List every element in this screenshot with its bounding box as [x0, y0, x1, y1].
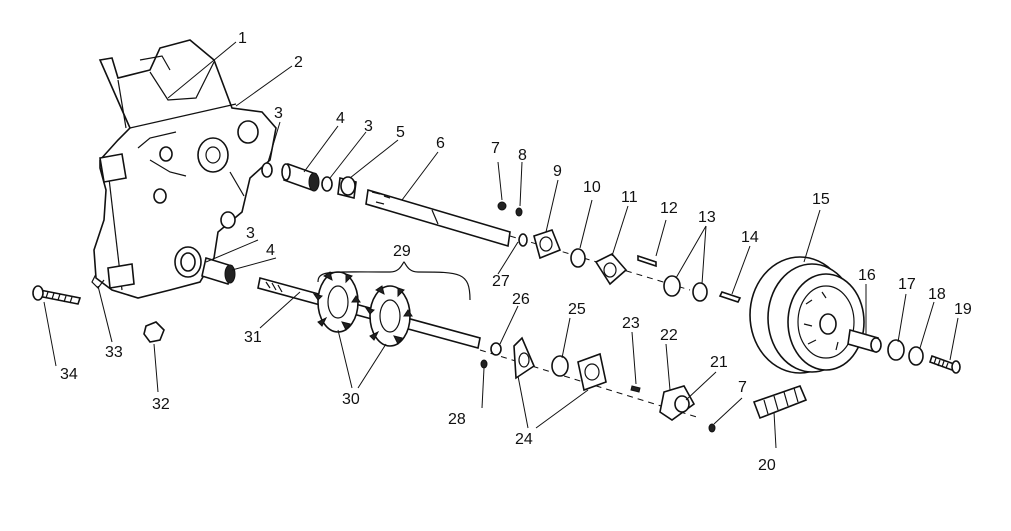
- washer-13b: [692, 282, 708, 302]
- brace-29: [317, 261, 471, 301]
- callout-22: 22: [660, 327, 678, 344]
- oring-27: [518, 233, 528, 247]
- callout-17: 17: [898, 276, 916, 293]
- key-14: [718, 291, 742, 303]
- callout-23: 23: [622, 315, 640, 332]
- callout-14: 14: [741, 229, 759, 246]
- callout-4b: 4: [266, 242, 275, 259]
- hub-16: [847, 328, 882, 354]
- washer-17: [887, 339, 905, 361]
- ball-7-lower: [708, 423, 716, 433]
- callout-26: 26: [512, 291, 530, 308]
- bolt-19: [928, 354, 961, 374]
- callout-34: 34: [60, 366, 78, 383]
- bearing-flange-24a: [513, 336, 535, 380]
- leader-lines: [43, 41, 959, 449]
- callout-7a: 7: [491, 140, 500, 157]
- cover-11: [594, 253, 628, 286]
- callout-2: 2: [294, 54, 303, 71]
- callout-25: 25: [568, 301, 586, 318]
- callout-12: 12: [660, 200, 678, 217]
- callout-18: 18: [928, 286, 946, 303]
- seal-ring-3b: [321, 176, 333, 192]
- callout-3a: 3: [274, 105, 283, 122]
- callout-10: 10: [583, 179, 601, 196]
- seal-ring-26: [490, 342, 502, 356]
- callout-3b: 3: [364, 118, 373, 135]
- callout-31: 31: [244, 329, 262, 346]
- drive-shaft-6: [365, 188, 511, 248]
- callout-8: 8: [518, 147, 527, 164]
- bolt-12: [637, 254, 657, 268]
- callout-11: 11: [621, 189, 638, 206]
- callout-33: 33: [105, 344, 123, 361]
- ball-7-upper: [497, 201, 507, 211]
- callout-6: 6: [436, 135, 445, 152]
- pin-8: [515, 207, 523, 217]
- gasket-9: [533, 229, 562, 260]
- drive-sprocket-30a: [312, 271, 361, 333]
- callout-28: 28: [448, 411, 466, 428]
- gearcase-housing: [93, 39, 277, 299]
- callout-16: 16: [858, 267, 876, 284]
- callout-15: 15: [812, 191, 830, 208]
- nut-32: [143, 321, 165, 343]
- callout-7b: 7: [738, 379, 747, 396]
- callout-5: 5: [396, 124, 405, 141]
- bearing-4-upper: [281, 162, 320, 192]
- callout-4a: 4: [336, 110, 345, 127]
- bearing-flange-24b: [577, 352, 607, 392]
- pin-28: [480, 359, 488, 369]
- washer-13a: [663, 275, 681, 297]
- callout-3c: 3: [246, 225, 255, 242]
- callout-21: 21: [710, 354, 728, 371]
- callout-1: 1: [238, 30, 247, 47]
- drive-belt-20: [752, 384, 808, 420]
- bolt-34: [32, 285, 82, 305]
- callout-27: 27: [492, 273, 510, 290]
- bushing-5: [337, 176, 357, 199]
- clip-33: [91, 273, 105, 289]
- callout-29: 29: [393, 243, 411, 260]
- drive-sprocket-30b: [364, 285, 413, 347]
- seal-ring-3a: [261, 162, 273, 178]
- callout-24: 24: [515, 431, 533, 448]
- cover-22: [659, 385, 696, 421]
- callout-30: 30: [342, 391, 360, 408]
- seal-ring-3c: [180, 252, 196, 272]
- bearing-10: [570, 248, 586, 268]
- driven-pulley-15: [749, 256, 865, 374]
- bearing-25: [551, 355, 569, 377]
- bearing-4-lower: [201, 256, 236, 286]
- key-23: [630, 385, 641, 393]
- callout-32: 32: [152, 396, 170, 413]
- callout-9: 9: [553, 163, 562, 180]
- callout-19: 19: [954, 301, 972, 318]
- callout-20: 20: [758, 457, 776, 474]
- washer-18: [908, 346, 924, 366]
- callout-13: 13: [698, 209, 716, 226]
